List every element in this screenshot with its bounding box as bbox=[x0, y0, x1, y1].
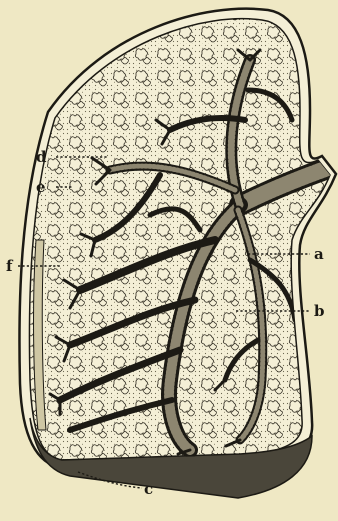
label-b: b bbox=[314, 302, 325, 320]
label-c: c bbox=[144, 480, 153, 498]
label-a: a bbox=[314, 245, 324, 263]
label-e: e bbox=[36, 178, 46, 196]
label-d: d bbox=[36, 148, 47, 166]
label-f: f bbox=[6, 257, 14, 275]
